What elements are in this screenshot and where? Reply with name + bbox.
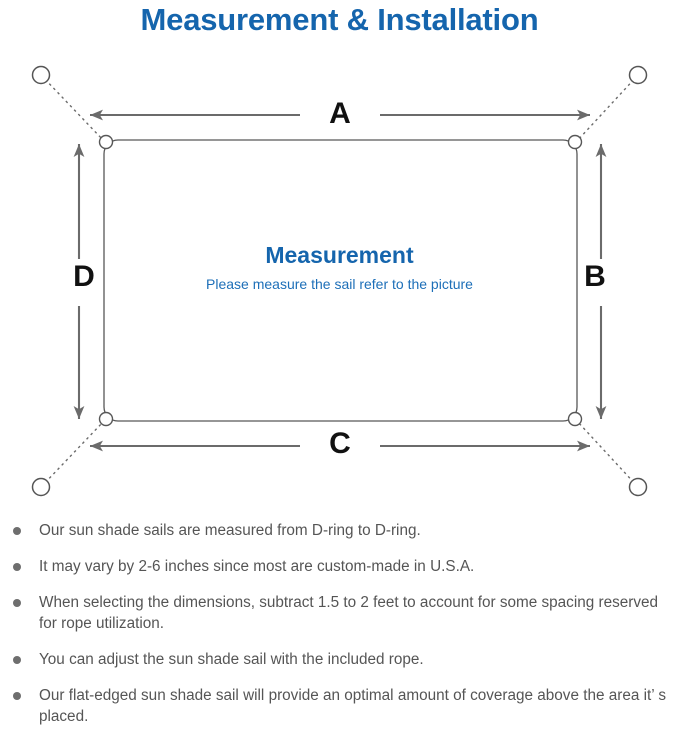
bullet-icon xyxy=(13,656,21,664)
list-item: When selecting the dimensions, subtract … xyxy=(8,592,669,634)
anchor-points xyxy=(31,65,648,497)
d-ring-top-left-icon xyxy=(98,134,114,150)
anchor-bottom-right-icon xyxy=(628,477,648,497)
note-text: When selecting the dimensions, subtract … xyxy=(39,594,659,632)
anchor-top-left-icon xyxy=(31,65,51,85)
d-ring-bottom-left-icon xyxy=(98,411,114,427)
bullet-icon xyxy=(13,563,21,571)
note-text: It may vary by 2-6 inches since most are… xyxy=(39,558,475,575)
note-text: Our flat-edged sun shade sail will provi… xyxy=(39,687,666,725)
diagram-svg xyxy=(31,65,648,497)
anchor-bottom-left-icon xyxy=(31,477,51,497)
bullet-icon xyxy=(13,599,21,607)
rope-line-bottom-left xyxy=(40,420,105,488)
dimension-arrows xyxy=(73,109,607,452)
dimension-label-b: B xyxy=(584,260,606,293)
anchor-top-right-icon xyxy=(628,65,648,85)
sail-measurement-diagram xyxy=(0,44,679,514)
d-ring-bottom-right-icon xyxy=(567,411,583,427)
sail-shape xyxy=(103,139,578,422)
note-text: Our sun shade sails are measured from D-… xyxy=(39,522,421,539)
list-item: You can adjust the sun shade sail with t… xyxy=(8,649,669,670)
rope-line-top-right xyxy=(576,74,639,142)
d-rings xyxy=(98,134,583,427)
bullet-icon xyxy=(13,527,21,535)
dimension-label-c: C xyxy=(329,427,351,460)
rope-line-bottom-right xyxy=(576,420,639,488)
d-ring-top-right-icon xyxy=(567,134,583,150)
notes-list: Our sun shade sails are measured from D-… xyxy=(0,520,679,742)
bullet-icon xyxy=(13,692,21,700)
page-title: Measurement & Installation xyxy=(140,2,539,37)
dimension-label-d: D xyxy=(73,260,95,293)
list-item: Our sun shade sails are measured from D-… xyxy=(8,520,669,541)
rope-line-top-left xyxy=(40,74,105,142)
note-text: You can adjust the sun shade sail with t… xyxy=(39,651,424,668)
list-item: It may vary by 2-6 inches since most are… xyxy=(8,556,669,577)
list-item: Our flat-edged sun shade sail will provi… xyxy=(8,685,669,727)
dimension-label-a: A xyxy=(329,97,351,130)
diagram-center-subtitle: Please measure the sail refer to the pic… xyxy=(206,276,473,292)
diagram-center-title: Measurement xyxy=(265,242,414,268)
